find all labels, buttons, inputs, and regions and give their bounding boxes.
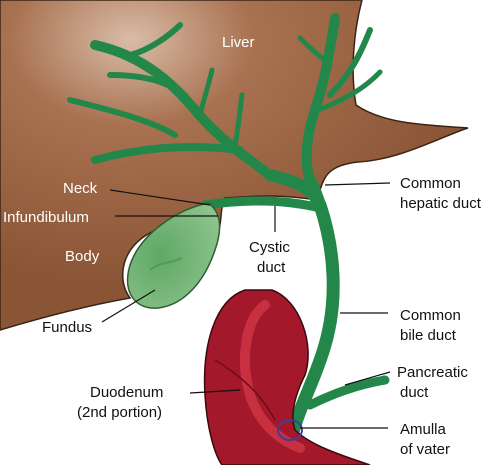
duodenum-fold bbox=[214, 359, 276, 421]
common-hepatic-duct-label-line1: Common bbox=[400, 175, 461, 192]
ampulla-label-line1: Amulla bbox=[400, 421, 447, 438]
gallbladder-fold bbox=[149, 257, 183, 271]
neck-label: Neck bbox=[63, 180, 98, 197]
cystic-duct-label-line1: Cystic bbox=[249, 239, 290, 256]
pancreatic-duct-label-line1: Pancreatic bbox=[397, 364, 468, 381]
common-bile-duct-label-line2: bile duct bbox=[400, 327, 457, 344]
common-hepatic-duct-label-line2: hepatic duct bbox=[400, 195, 482, 212]
body-label: Body bbox=[65, 248, 100, 265]
ampulla-label-line2: of vater bbox=[400, 441, 450, 458]
gallbladder bbox=[126, 202, 221, 309]
pancreatic-duct-label-line2: duct bbox=[400, 384, 429, 401]
leader-lines bbox=[101, 182, 391, 429]
infundibulum-label: Infundibulum bbox=[3, 209, 89, 226]
fundus-label: Fundus bbox=[42, 319, 92, 336]
common-bile-duct-label-line1: Common bbox=[400, 307, 461, 324]
liver-shape bbox=[0, 0, 469, 331]
cystic-duct-label-line2: duct bbox=[257, 259, 286, 276]
cystic-duct bbox=[200, 196, 325, 213]
liver-label: Liver bbox=[222, 34, 255, 51]
duodenum-label-line2: (2nd portion) bbox=[77, 404, 162, 421]
ampulla-of-vater bbox=[277, 419, 303, 441]
hepatic-duct-branches bbox=[67, 13, 390, 439]
duodenum-label-line1: Duodenum bbox=[90, 384, 163, 401]
